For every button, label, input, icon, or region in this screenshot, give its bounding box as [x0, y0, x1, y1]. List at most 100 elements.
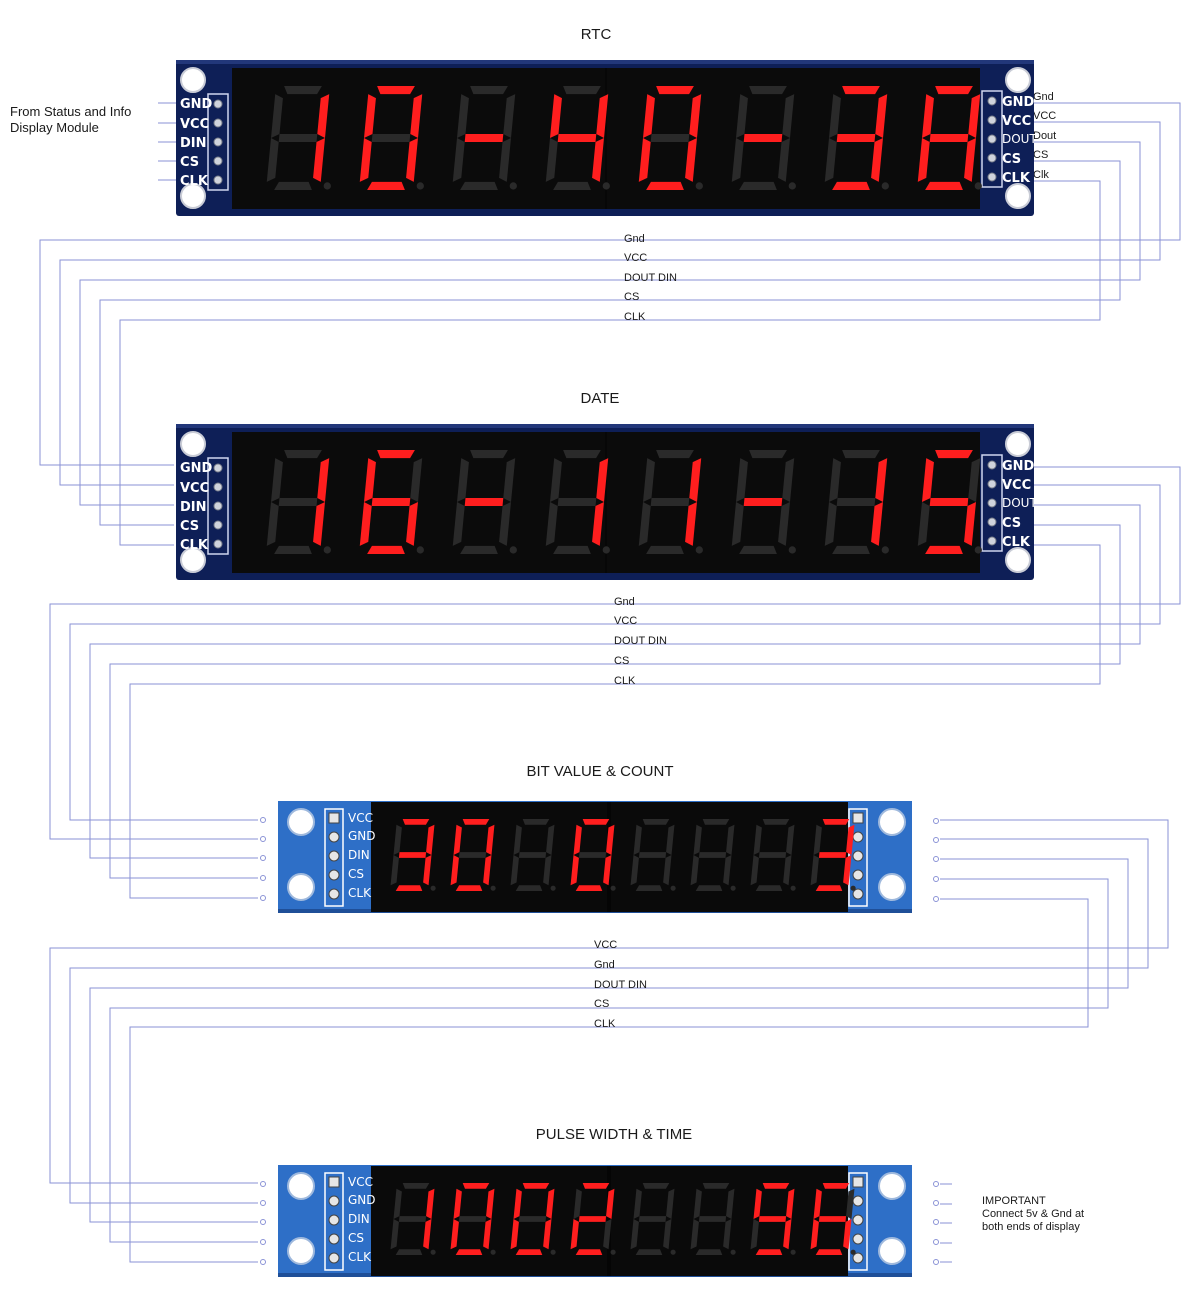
seven-seg-digit	[266, 86, 331, 190]
decimal-point	[416, 546, 424, 554]
segment-d	[575, 1249, 603, 1255]
seven-seg-digit	[810, 1183, 856, 1255]
terminal	[260, 1200, 266, 1206]
segment-d	[695, 885, 723, 891]
seven-seg-digit	[731, 86, 796, 190]
bus-label: CS	[614, 655, 629, 667]
segment-d	[832, 545, 870, 554]
segment-c	[871, 502, 883, 546]
segment-g	[278, 497, 318, 507]
display-module-pulse-width	[278, 1165, 912, 1277]
segment-b	[596, 458, 609, 502]
segment-a	[642, 819, 670, 825]
decimal-point	[416, 182, 424, 190]
mounting-hole	[287, 1172, 315, 1200]
header-pin	[213, 539, 223, 549]
bus-label: VCC	[594, 939, 617, 951]
segment-b	[606, 1188, 615, 1219]
segment-e	[731, 502, 744, 546]
segment-b	[546, 1188, 555, 1219]
header-pin	[213, 175, 223, 185]
segment-g	[371, 133, 411, 143]
pcb-edge	[176, 424, 1034, 428]
bus-label: CLK	[624, 311, 646, 323]
segment-e	[359, 138, 372, 182]
seven-seg-digit	[266, 450, 331, 554]
segment-f	[393, 824, 402, 855]
segment-g	[758, 852, 787, 858]
segment-d	[739, 181, 777, 190]
decimal-point	[430, 885, 436, 891]
segment-d	[395, 885, 423, 891]
mounting-hole	[287, 808, 315, 836]
segment-d	[755, 885, 783, 891]
segment-d	[515, 885, 543, 891]
pin-label: GND	[180, 461, 213, 476]
terminal	[260, 1259, 266, 1265]
pin-label: CLK	[180, 538, 209, 553]
segment-c	[723, 855, 732, 886]
segment-a	[377, 86, 415, 95]
segment-c	[843, 855, 852, 886]
important-note-line2: Connect 5v & Gnd at	[982, 1208, 1084, 1220]
segment-e	[452, 138, 465, 182]
segment-f	[271, 94, 283, 138]
header-pin	[852, 888, 864, 900]
pin-header	[324, 1172, 344, 1271]
bus-label: DOUT DIN	[614, 635, 667, 647]
segment-d	[815, 885, 843, 891]
segment-d	[925, 545, 963, 554]
output-label: CS	[1033, 149, 1048, 161]
segment-e	[690, 1219, 699, 1250]
seven-seg-digit	[359, 86, 424, 190]
seven-seg-digit	[545, 86, 610, 190]
segment-c	[499, 138, 511, 182]
mounting-hole	[878, 873, 906, 901]
output-label: Dout	[1033, 130, 1056, 142]
mounting-hole	[180, 183, 206, 209]
terminal	[933, 818, 939, 824]
segment-c	[483, 855, 492, 886]
segment-c	[423, 855, 432, 886]
pin-label: CS	[1002, 516, 1021, 531]
segment-e	[545, 502, 558, 546]
terminal	[260, 1239, 266, 1245]
header-pin	[987, 172, 997, 182]
pin-label: DIN	[180, 136, 207, 151]
terminal	[933, 1181, 939, 1187]
segment-a	[749, 450, 787, 459]
segment-g	[398, 1216, 427, 1222]
bus-labels-3: VCC Gnd DOUT DIN CS CLK	[594, 939, 647, 1030]
seven-seg-digit	[545, 450, 610, 554]
source-note-line2: Display Module	[10, 120, 99, 135]
segment-f	[457, 458, 469, 502]
segment-d	[553, 545, 591, 554]
segment-e	[545, 138, 558, 182]
segment-a	[462, 1183, 490, 1189]
segment-d	[367, 545, 405, 554]
segment-d	[635, 1249, 663, 1255]
segment-f	[573, 824, 582, 855]
segment-e	[359, 502, 372, 546]
segment-e	[638, 138, 651, 182]
decimal-point	[670, 885, 676, 891]
segment-b	[666, 824, 675, 855]
segment-c	[603, 1219, 612, 1250]
pulse-width-left-pins: VCC GND DIN CS CLK	[348, 1175, 376, 1264]
segment-c	[543, 855, 552, 886]
seven-seg-digit	[452, 86, 517, 190]
seven-seg-digit	[638, 86, 703, 190]
segment-e	[450, 855, 459, 886]
segment-g	[929, 133, 969, 143]
decimal-point	[602, 182, 610, 190]
seven-seg-digit	[390, 819, 436, 891]
pin-label: CLK	[180, 174, 209, 189]
segment-f	[364, 94, 376, 138]
header-pin	[328, 831, 340, 843]
terminal	[933, 876, 939, 882]
header-pin	[987, 460, 997, 470]
terminal	[260, 817, 266, 823]
bus-label: VCC	[624, 252, 647, 264]
segment-e	[570, 1219, 579, 1250]
output-label: VCC	[1033, 110, 1056, 122]
